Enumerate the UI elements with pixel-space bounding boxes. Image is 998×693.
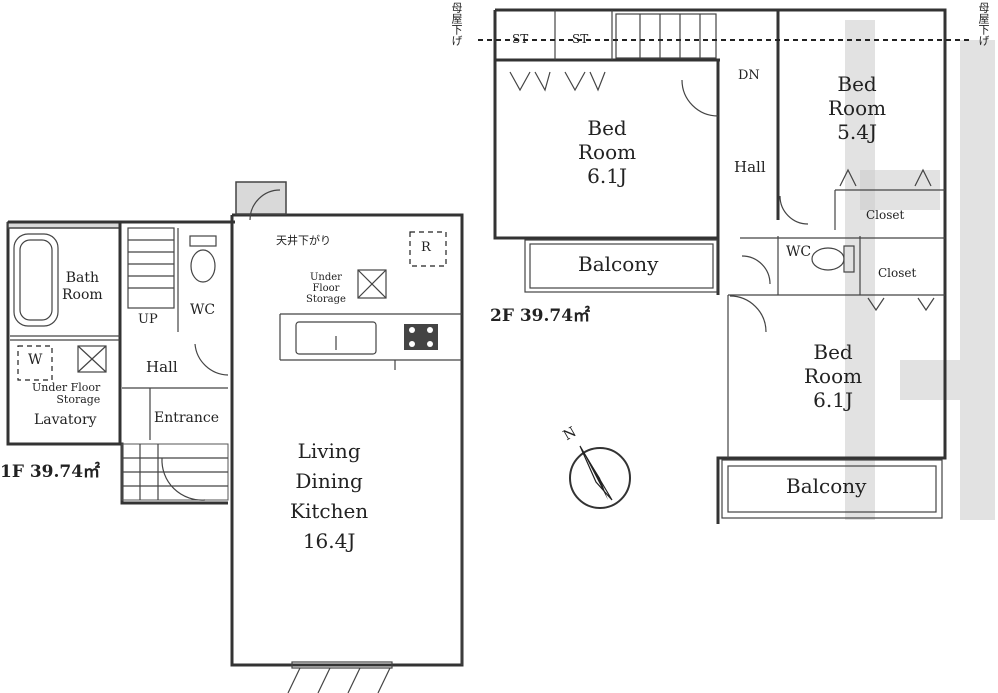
stove-icon bbox=[404, 324, 438, 350]
stairs-up-label: UP bbox=[138, 312, 158, 327]
room-hall-2f: Hall bbox=[734, 158, 766, 176]
storage-st1: ST bbox=[512, 32, 529, 46]
ldk-line1: Living bbox=[297, 439, 361, 463]
watermark-shape bbox=[900, 360, 960, 400]
floor2-walls bbox=[493, 8, 947, 524]
bathtub-icon bbox=[13, 233, 59, 327]
room-bed3: Bed Room 6.1J bbox=[804, 340, 862, 412]
bed2-line1: Bed bbox=[837, 72, 877, 96]
floor1-area: 1F 39.74㎡ bbox=[0, 462, 101, 482]
ldk-line3: Kitchen bbox=[290, 499, 369, 523]
door-swing-icon bbox=[509, 71, 935, 333]
storage-w-label: W bbox=[28, 352, 43, 368]
ufs-right-line2: Floor bbox=[312, 283, 340, 294]
room-hall-1f: Hall bbox=[146, 358, 178, 376]
floor1-walls bbox=[6, 181, 464, 693]
room-bath-line2: Room bbox=[62, 286, 103, 303]
room-bed2: Bed Room 5.4J bbox=[828, 72, 886, 144]
room-lavatory: Lavatory bbox=[34, 412, 97, 428]
bed3-line3: 6.1J bbox=[813, 388, 853, 412]
room-wc-1f: WC bbox=[190, 302, 216, 318]
closet-1: Closet bbox=[866, 208, 905, 222]
room-bed1: Bed Room 6.1J bbox=[578, 116, 636, 188]
stairs-icon bbox=[127, 227, 175, 309]
storage-st2: ST bbox=[572, 32, 589, 46]
ceiling-note: 天井下がり bbox=[276, 234, 331, 247]
sink-icon bbox=[295, 321, 377, 355]
room-bath-line1: Bath bbox=[65, 270, 99, 286]
toilet-icon bbox=[189, 235, 217, 283]
ufs-right-line3: Storage bbox=[306, 294, 346, 305]
floor2-area: 2F 39.74㎡ bbox=[490, 306, 591, 326]
room-entrance: Entrance bbox=[154, 410, 220, 426]
under-floor-storage-left: Under Floor Storage bbox=[32, 381, 101, 407]
closet-2: Closet bbox=[878, 266, 917, 280]
balcony-1: Balcony bbox=[578, 252, 659, 276]
toilet-icon bbox=[811, 245, 855, 273]
roof-note-right: 母屋下げ bbox=[977, 2, 990, 46]
bed1-line2: Room bbox=[578, 140, 637, 164]
stairs-icon bbox=[615, 13, 717, 59]
room-bath: Bath Room bbox=[62, 270, 103, 304]
stairs-dn-label: DN bbox=[738, 68, 760, 83]
under-floor-storage-right: Under Floor Storage bbox=[306, 272, 346, 305]
bed3-line1: Bed bbox=[813, 340, 853, 364]
ldk-line4: 16.4J bbox=[302, 529, 356, 553]
balcony-2: Balcony bbox=[786, 474, 867, 498]
bed1-line1: Bed bbox=[587, 116, 627, 140]
storage-r-label: R bbox=[421, 240, 431, 255]
storage-box-icon bbox=[17, 231, 447, 381]
compass-icon bbox=[569, 445, 631, 509]
door-swing-icon bbox=[161, 189, 281, 501]
bed2-line3: 5.4J bbox=[837, 120, 877, 144]
bed1-line3: 6.1J bbox=[587, 164, 627, 188]
room-wc-2f: WC bbox=[786, 244, 812, 260]
ufs-right-line1: Under bbox=[309, 272, 342, 283]
ufs-left-line2: Storage bbox=[56, 393, 101, 407]
watermark-shape bbox=[960, 40, 995, 520]
ldk-line2: Dining bbox=[295, 469, 363, 493]
bed2-line2: Room bbox=[828, 96, 887, 120]
roof-note-left: 母屋下げ bbox=[450, 2, 463, 46]
room-ldk: Living Dining Kitchen 16.4J bbox=[290, 436, 368, 556]
ufs-left-line1: Under Floor bbox=[32, 381, 101, 394]
bed3-line2: Room bbox=[804, 364, 863, 388]
